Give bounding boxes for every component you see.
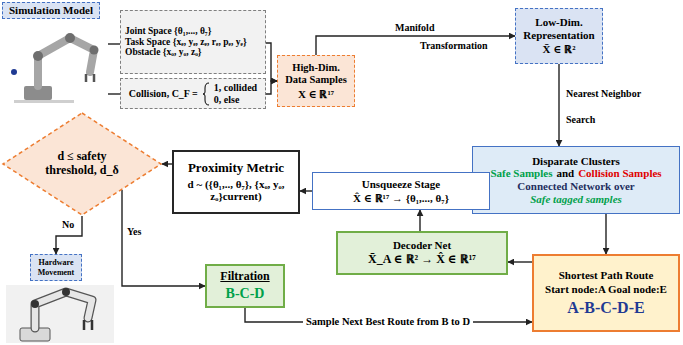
unsqueeze-box: Unsqueeze StageX̂ ∈ ℝ¹⁷ → {θ₁,..., θ₇} bbox=[312, 172, 490, 210]
node-text: X ∈ ℝ¹⁷ bbox=[298, 88, 334, 101]
model-heading: Simulation Model bbox=[2, 2, 108, 108]
node-text: X̄_A ∈ ℝ² → X̂ ∈ ℝ¹⁷ bbox=[368, 253, 476, 267]
text-row: Safe tagged samples bbox=[530, 193, 622, 206]
connector bbox=[316, 36, 515, 55]
node-title: Shortest Path Route bbox=[559, 269, 654, 282]
node-text: B-C-D bbox=[226, 286, 265, 302]
hardware-box: Hardware Movement bbox=[30, 254, 82, 281]
connector bbox=[300, 190, 312, 191]
node-text: X̄ ∈ ℝ² bbox=[543, 43, 576, 56]
node-title: High-Dim. Data Samples bbox=[282, 62, 350, 86]
node-text: Obstacle {xₒ, yₒ, zₒ} bbox=[125, 47, 202, 58]
filtration-box: FiltrationB-C-D bbox=[205, 264, 285, 308]
node-title: Simulation Model bbox=[2, 2, 100, 19]
text-row: Connected Network over bbox=[517, 180, 634, 193]
decoder-box: Decoder NetX̄_A ∈ ℝ² → X̂ ∈ ℝ¹⁷ bbox=[336, 231, 508, 275]
latent-box: Low-Dim. Representation X̄ ∈ ℝ² bbox=[515, 8, 603, 64]
node-title: Hardware Movement bbox=[33, 258, 79, 276]
transform-label: Manifold bbox=[395, 22, 434, 33]
node-text: Task Space {xₑ, yₑ, zₑ, rₑ, pₑ, yₑ} bbox=[125, 37, 247, 48]
hardware-robot-photo bbox=[6, 285, 114, 343]
node-text: Collision Samples bbox=[578, 167, 661, 180]
node-text: A-B-C-D-E bbox=[567, 299, 644, 317]
search-label: Nearest Neighbor bbox=[566, 88, 641, 99]
metric-box: Proximity Metric d ~ ({θ₁,.., θ₇}, {xₒ, y… bbox=[172, 150, 300, 214]
connector bbox=[162, 163, 172, 164]
input-space-box: Joint Space {θ₁,..., θ₇}Task Space {xₑ, … bbox=[120, 10, 266, 74]
connector bbox=[266, 81, 277, 94]
edge-label: Yes bbox=[127, 226, 141, 237]
connector bbox=[419, 210, 420, 231]
connector bbox=[108, 93, 120, 94]
connector bbox=[108, 43, 120, 44]
cluster-box: Disparate ClustersSafe Samples and Collisi… bbox=[472, 146, 680, 214]
brace-symbol bbox=[202, 82, 210, 106]
node-title: Low-Dim. Representation bbox=[520, 16, 598, 41]
node-title: Proximity Metric bbox=[188, 161, 284, 176]
collision-box: Collision, C_F = 1, collided0, else bbox=[120, 78, 266, 109]
collision-row: Collision, C_F = 1, collided0, else bbox=[129, 82, 257, 106]
node-title: Joint Space {θ₁,..., θ₇} bbox=[125, 26, 211, 37]
connector bbox=[266, 43, 277, 81]
search-label: Search bbox=[566, 114, 595, 125]
collision-case: 0, else bbox=[214, 94, 240, 106]
node-text: Start node:A Goal node:E bbox=[545, 283, 667, 296]
node-text: and bbox=[556, 167, 574, 180]
node-text: d ~ ({θ₁,.., θ₇}, {xₒ, yₒ, zₒ}current) bbox=[178, 178, 294, 203]
node-text: Safe Samples bbox=[490, 167, 552, 180]
path-box: Shortest Path RouteStart node:A Goal nod… bbox=[532, 254, 680, 332]
node-text: Disparate Clusters bbox=[532, 155, 620, 168]
edge-label: Sample Next Best Route from B to D bbox=[303, 316, 473, 328]
collision-case: 1, collided bbox=[214, 82, 257, 94]
node-text: Connected Network over bbox=[517, 180, 634, 193]
connector bbox=[605, 214, 606, 254]
node-title: Decoder Net bbox=[393, 239, 451, 252]
connector bbox=[56, 216, 82, 254]
decision-text: d ≤ safety threshold, d_δ bbox=[37, 150, 127, 178]
collision-cases: 1, collided0, else bbox=[214, 82, 257, 105]
node-text: X̂ ∈ ℝ¹⁷ → {θ₁,..., θ₇} bbox=[353, 192, 449, 205]
diamond-shape bbox=[3, 113, 161, 215]
collision-label: Collision, C_F = bbox=[129, 88, 198, 100]
node-title: Filtration bbox=[220, 270, 269, 284]
connector bbox=[558, 64, 559, 146]
node-text: Safe tagged samples bbox=[530, 193, 622, 206]
data-box: High-Dim. Data Samples X ∈ ℝ¹⁷ bbox=[277, 55, 355, 107]
decision-diamond: d ≤ safety threshold, d_δ bbox=[2, 112, 162, 216]
edge-label: No bbox=[62, 219, 74, 230]
node-title: Unsqueeze Stage bbox=[362, 178, 441, 191]
text-row: Disparate Clusters bbox=[532, 155, 620, 168]
connector bbox=[508, 261, 532, 262]
transform-label: Transformation bbox=[420, 40, 488, 51]
text-row: Safe Samples and Collision Samples bbox=[490, 167, 661, 180]
simulation-robot bbox=[11, 33, 99, 103]
